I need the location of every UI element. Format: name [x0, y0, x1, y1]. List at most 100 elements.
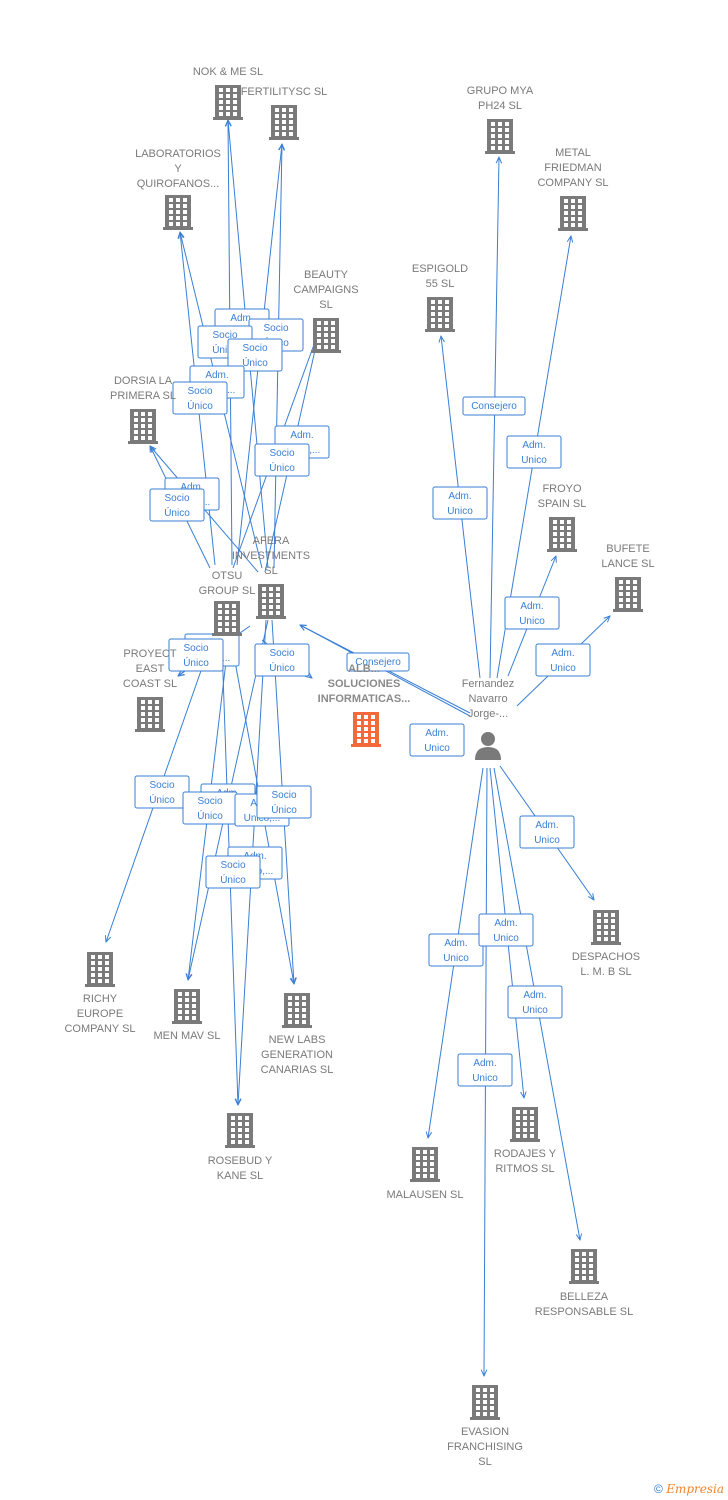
node-label: DORSIA LA [114, 375, 173, 387]
edge-role-label[interactable]: Adm.Unico [519, 815, 575, 849]
edge-role-label[interactable]: Adm.Unico [478, 913, 534, 947]
relationship-edge[interactable] [489, 157, 499, 679]
edge-label-text: Adm. [523, 990, 546, 1001]
edge-role-label[interactable]: Adm.Unico [409, 723, 465, 757]
building-icon [410, 1147, 440, 1182]
building-icon [425, 297, 455, 332]
edge-role-label[interactable]: Adm.Unico [432, 486, 488, 520]
company-node[interactable]: MALAUSEN SL [386, 1147, 464, 1201]
building-icon [569, 1249, 599, 1284]
edge-label-text: Adm. [444, 938, 467, 949]
building-icon [510, 1107, 540, 1142]
edge-label-text: Socio [164, 493, 189, 504]
node-label: EVASION [461, 1426, 509, 1438]
person-node[interactable]: FernandezNavarroJorge-... [462, 678, 515, 760]
company-node[interactable]: NOK & ME SL [193, 66, 263, 120]
edge-label-text: Socio [149, 780, 174, 791]
edge-label-text: Adm. [230, 313, 253, 324]
edge-role-label[interactable]: Adm. Unico [428, 933, 484, 967]
edge-label-text: Unico [550, 663, 576, 674]
node-label: FRIEDMAN [544, 162, 602, 174]
edge-label-text: Socio [220, 860, 245, 871]
node-label: ALB... [348, 663, 380, 675]
company-node[interactable]: LABORATORIOSYQUIROFANOS... [135, 148, 221, 230]
edge-label-text: Unico [522, 1005, 548, 1016]
company-node[interactable]: MEN MAV SL [153, 989, 221, 1042]
edge-label-text: Único [220, 873, 246, 886]
edge-role-label[interactable]: Adm.Unico [506, 435, 562, 469]
building-icon [613, 577, 643, 612]
node-label: PROYECT [123, 648, 176, 660]
node-label: INFORMATICAS... [318, 693, 411, 705]
node-label: FROYO [542, 483, 582, 495]
edge-role-label[interactable]: Consejero [346, 652, 410, 672]
edge-label-text: Socio [183, 643, 208, 654]
node-label: METAL [555, 147, 591, 159]
edge-label-text: Unico [521, 455, 547, 466]
edge-role-label[interactable]: Adm.Unico [457, 1053, 513, 1087]
edge-label-text: Único [164, 506, 190, 519]
edge-label-box [227, 338, 283, 372]
node-label: BEAUTY [304, 269, 349, 281]
edge-label-box [507, 985, 563, 1019]
edge-role-label[interactable]: Adm. Unico [507, 985, 563, 1019]
node-label: COAST SL [123, 678, 177, 690]
building-icon [135, 697, 165, 732]
building-icon [591, 910, 621, 945]
node-label: LANCE SL [601, 558, 654, 570]
empresia-credit[interactable]: © Empresia [654, 1482, 724, 1496]
edge-label-text: Unico [424, 743, 450, 754]
building-icon [558, 196, 588, 231]
edge-label-text: Socio [271, 790, 296, 801]
edge-label-box [205, 855, 261, 889]
edge-role-label[interactable]: Consejero [462, 396, 526, 416]
node-label: QUIROFANOS... [137, 178, 220, 190]
edge-label-text: Unico [443, 953, 469, 964]
edge-label-box [254, 443, 310, 477]
edge-role-label[interactable]: Adm.Unico [504, 596, 560, 630]
edge-label-text: Adm. [494, 918, 517, 929]
edge-role-label[interactable]: Adm.Unico [535, 643, 591, 677]
node-label: SPAIN SL [538, 498, 587, 510]
company-node[interactable]: FERTILITYSC SL [241, 86, 328, 140]
empresia-logo: Empresia [666, 1482, 724, 1496]
node-label: PH24 SL [478, 100, 522, 112]
node-label: DESPACHOS [572, 951, 640, 963]
node-label: SL [319, 299, 332, 311]
node-label: MEN MAV SL [153, 1030, 220, 1042]
edge-label-text: Adm. [290, 430, 313, 441]
company-node[interactable]: ALB...SOLUCIONESINFORMATICAS... [318, 663, 411, 747]
building-icon [470, 1385, 500, 1420]
edge-label-text: Único [187, 399, 213, 412]
company-node[interactable]: FROYO SPAIN SL [538, 483, 587, 552]
edge-label-text: Unico [519, 616, 545, 627]
node-label: Navarro [468, 693, 507, 705]
edge-label-text: Único [269, 661, 295, 674]
